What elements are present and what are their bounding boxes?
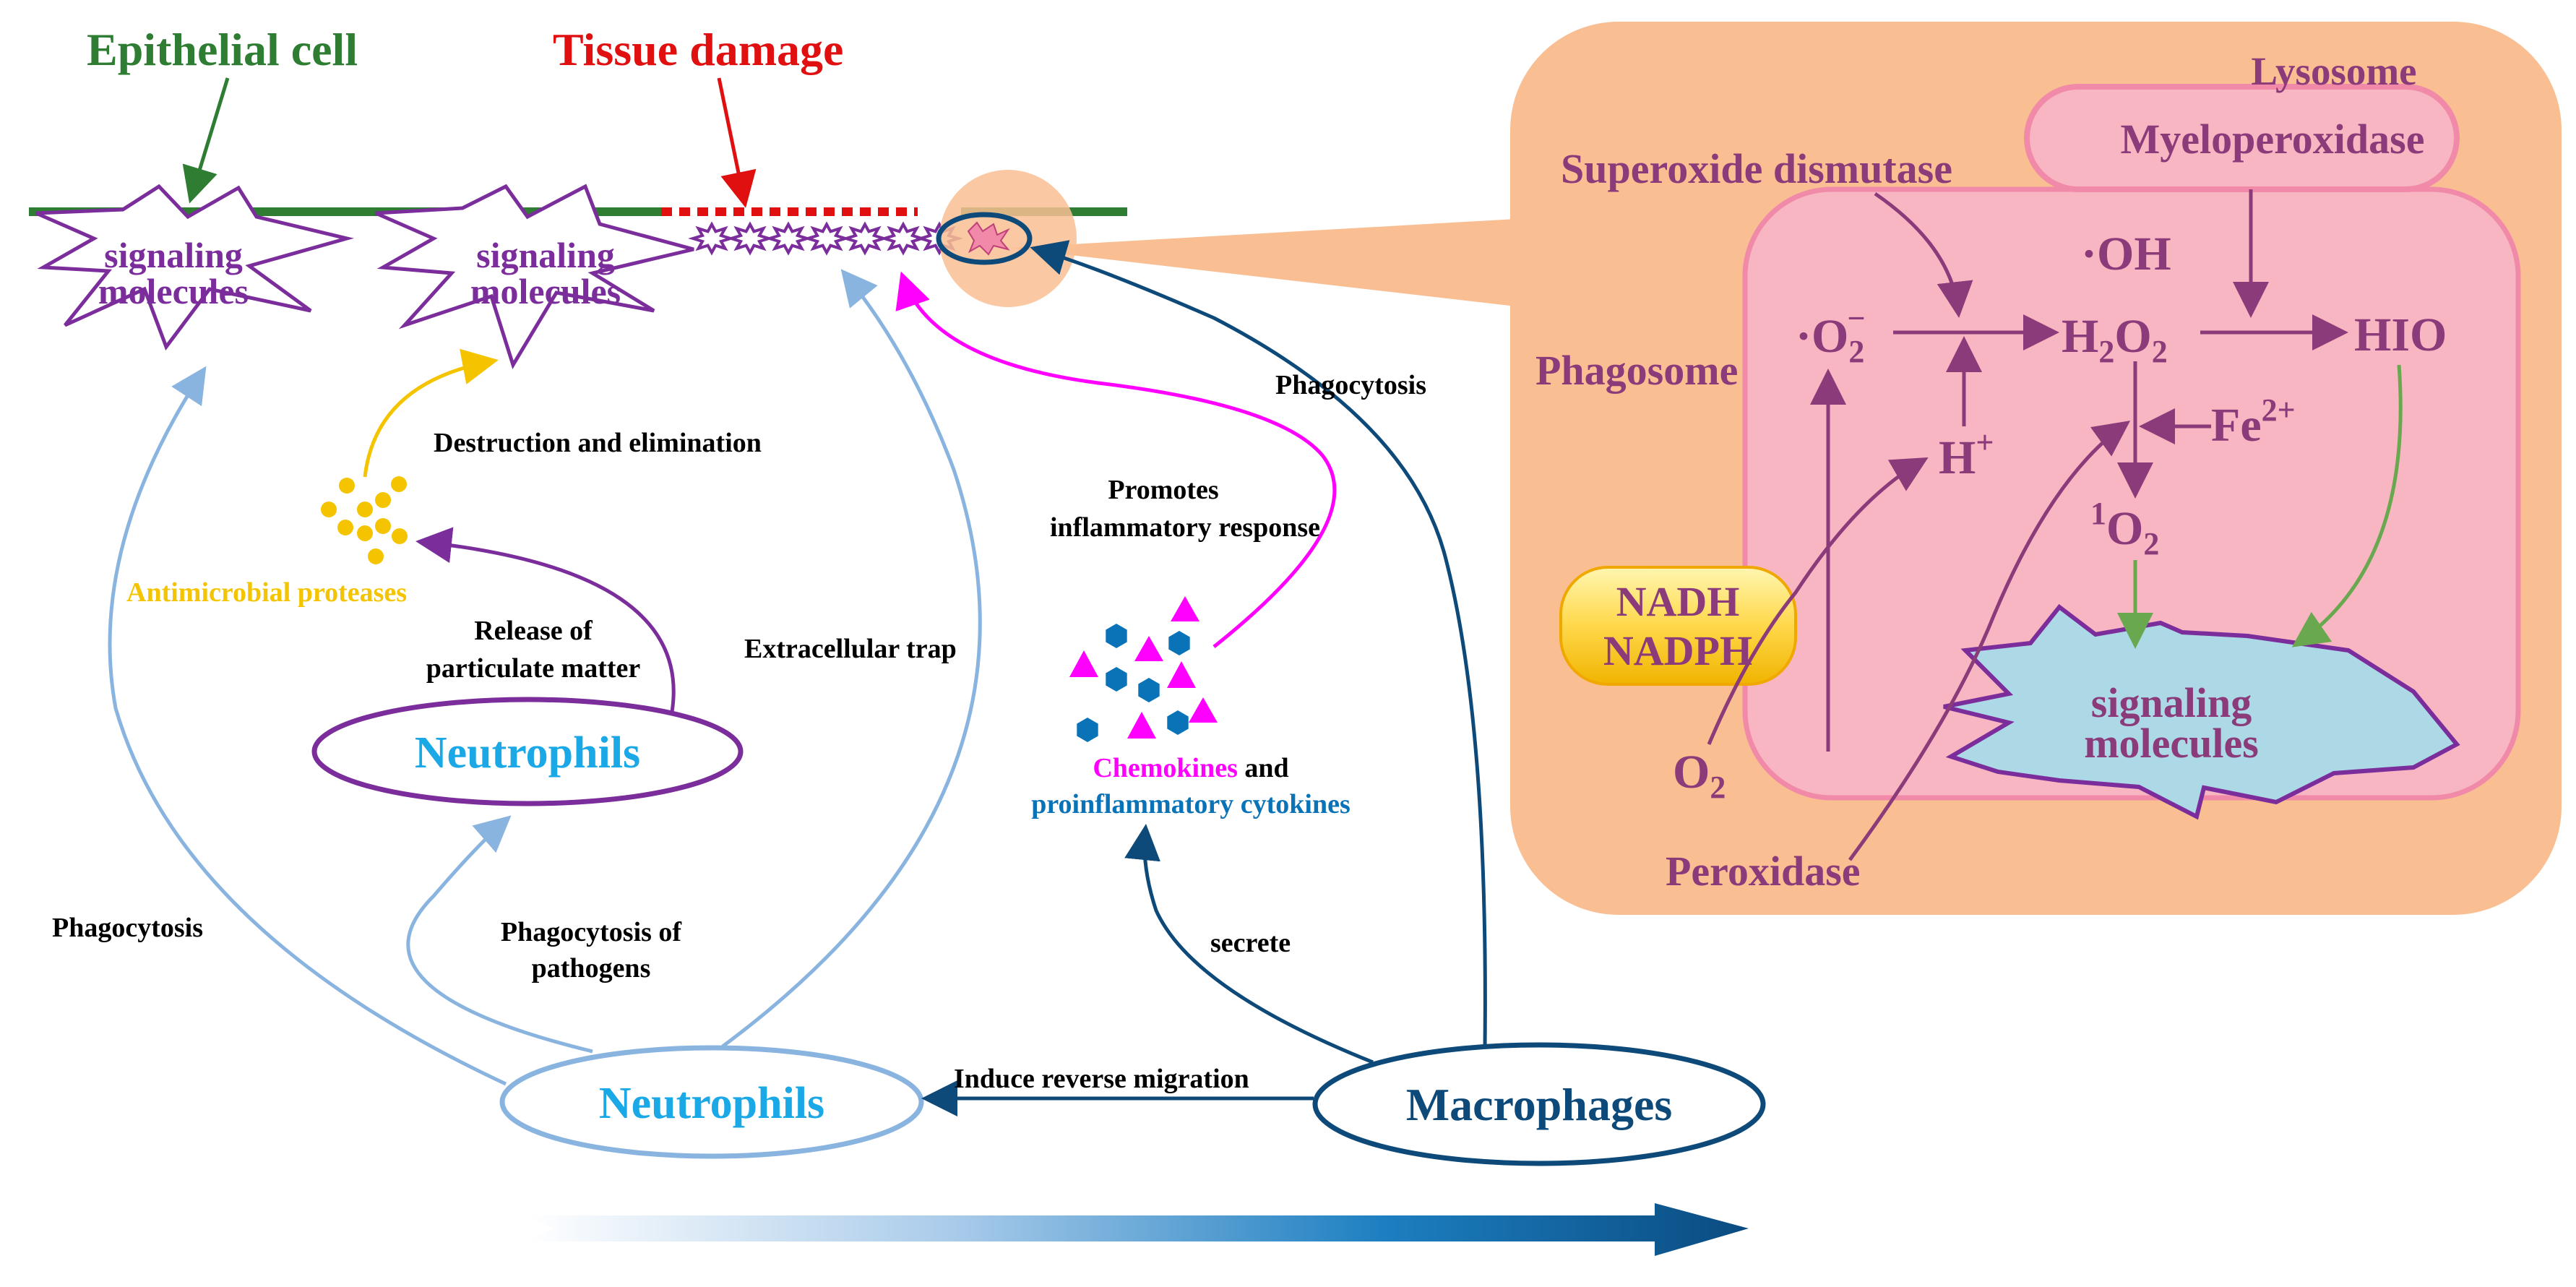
antimicrobial-particles <box>321 476 408 564</box>
signaling-2-line2: molecules <box>470 271 621 311</box>
chemokine-triangles <box>1069 596 1218 739</box>
chemokines-cytokines-line1: Chemokines and <box>1093 753 1288 783</box>
arrow-phagocytosis-left <box>108 366 507 1086</box>
damage-star <box>764 221 812 256</box>
release-label-line2: particulate matter <box>426 653 641 684</box>
cytokine-hexagon <box>1106 624 1127 648</box>
signaling-burst-1: signaling molecules <box>35 184 354 351</box>
arrow-tissue-damage <box>717 77 757 208</box>
tissue-damage-label: Tissue damage <box>553 24 843 75</box>
damage-star <box>879 221 927 256</box>
nadh-nadph-box: NADH NADPH <box>1559 566 1797 686</box>
superoxide-dismutase-label: Superoxide dismutase <box>1561 145 1952 192</box>
zoom-selection <box>936 212 1033 265</box>
arrow-sod-to-h2o2 <box>1874 191 1973 318</box>
peroxidase-label: Peroxidase <box>1666 848 1861 895</box>
cytokine-hexagons <box>1077 624 1190 742</box>
superoxide-radical: ·O2− <box>1796 301 1865 369</box>
promotes-line1: Promotes <box>1108 475 1218 505</box>
lysosome-label: Lysosome <box>2251 49 2416 93</box>
cytokine-hexagon <box>1106 667 1127 692</box>
arrow-hio-to-signaling <box>2291 364 2403 647</box>
damage-star <box>726 221 774 256</box>
damage-star <box>688 221 736 256</box>
ferrous-ion: Fe2+ <box>2211 392 2296 452</box>
cytokines-label: proinflammatory cytokines <box>1031 789 1351 819</box>
arrow-phagocytosis-right <box>1030 240 1487 1049</box>
phagocytosis-right-label: Phagocytosis <box>1275 370 1426 400</box>
molecular-oxygen: O2 <box>1673 746 1726 805</box>
arrow-epithelial-cell <box>182 77 230 204</box>
phagosome-label: Phagosome <box>1535 347 1738 394</box>
lysosome-membrane <box>2024 84 2460 192</box>
signaling-1-line2: molecules <box>98 271 249 311</box>
inset-green-arrows <box>2117 364 2403 649</box>
time-progression-arrow <box>527 1203 1749 1256</box>
inset-panel: Lysosome Myeloperoxidase Superoxide dism… <box>1008 22 2562 915</box>
arrow-promotes-inflammation <box>895 271 1337 648</box>
induce-reverse-label: Induce reverse migration <box>954 1064 1249 1094</box>
arrow-peroxidase-to-chain <box>1848 421 2131 861</box>
arrow-secrete <box>1124 824 1374 1064</box>
destruction-label: Destruction and elimination <box>434 428 762 458</box>
signaling-2-line1: signaling <box>476 235 615 275</box>
macrophages-ellipse <box>1312 1042 1766 1166</box>
neutrophils-lower-label: Neutrophils <box>599 1079 824 1128</box>
damage-star <box>841 221 889 256</box>
inset-arrows <box>1707 189 2348 861</box>
antimicrobial-label: Antimicrobial proteases <box>126 577 407 608</box>
inset-connector <box>1008 217 1554 311</box>
epithelial-cell-label: Epithelial cell <box>87 24 358 75</box>
inset-signaling-line2: molecules <box>2084 720 2259 767</box>
secrete-label: secrete <box>1210 928 1291 958</box>
arrow-extracellular-trap <box>721 269 982 1049</box>
extracellular-trap-label: Extracellular trap <box>744 634 957 664</box>
hydrogen-peroxide: H2O2 <box>2062 310 2168 369</box>
arrow-release-particulate <box>415 527 676 713</box>
arrow-phagocytosis-pathogens <box>406 815 593 1054</box>
proton: H+ <box>1939 425 1994 484</box>
zoom-star <box>967 221 1010 256</box>
release-label-line1: Release of <box>474 616 593 646</box>
nadh-label: NADH <box>1616 578 1740 625</box>
phagocytosis-left-label: Phagocytosis <box>52 913 203 943</box>
singlet-oxygen: 1O2 <box>2090 496 2159 561</box>
neutrophil-arrows <box>108 269 982 1086</box>
damage-stars <box>688 221 963 256</box>
phago-pathogens-line2: pathogens <box>532 953 651 983</box>
signaling-1-line1: signaling <box>104 235 243 275</box>
zoom-circle <box>939 170 1077 307</box>
signaling-burst-2: signaling molecules <box>374 184 694 370</box>
cytokine-hexagon <box>1077 718 1098 742</box>
cytokine-hexagon <box>1168 631 1190 655</box>
macrophages-label: Macrophages <box>1406 1079 1673 1130</box>
neutrophils-upper-label: Neutrophils <box>415 728 640 778</box>
inset-signaling-burst: signaling molecules <box>1943 603 2460 820</box>
hypoiodous-acid: HIO <box>2354 309 2447 361</box>
neutrophils-upper-ellipse <box>311 697 744 806</box>
phago-pathogens-line1: Phagocytosis of <box>501 917 683 947</box>
cytokine-hexagon <box>1138 678 1160 702</box>
inset-signaling-line1: signaling <box>2091 679 2252 726</box>
nadph-label: NADPH <box>1603 627 1752 674</box>
promotes-line2: inflammatory response <box>1050 512 1320 543</box>
arrow-antimicrobial-to-signaling <box>363 348 499 478</box>
cytokine-hexagon <box>1167 710 1189 735</box>
arrow-o2-to-proton <box>1707 457 1929 745</box>
damage-star <box>803 221 850 256</box>
macrophage-arrows <box>921 240 1487 1116</box>
hydroxyl-radical: ·OH <box>2081 228 2171 280</box>
myeloperoxidase-label: Myeloperoxidase <box>2121 116 2425 163</box>
